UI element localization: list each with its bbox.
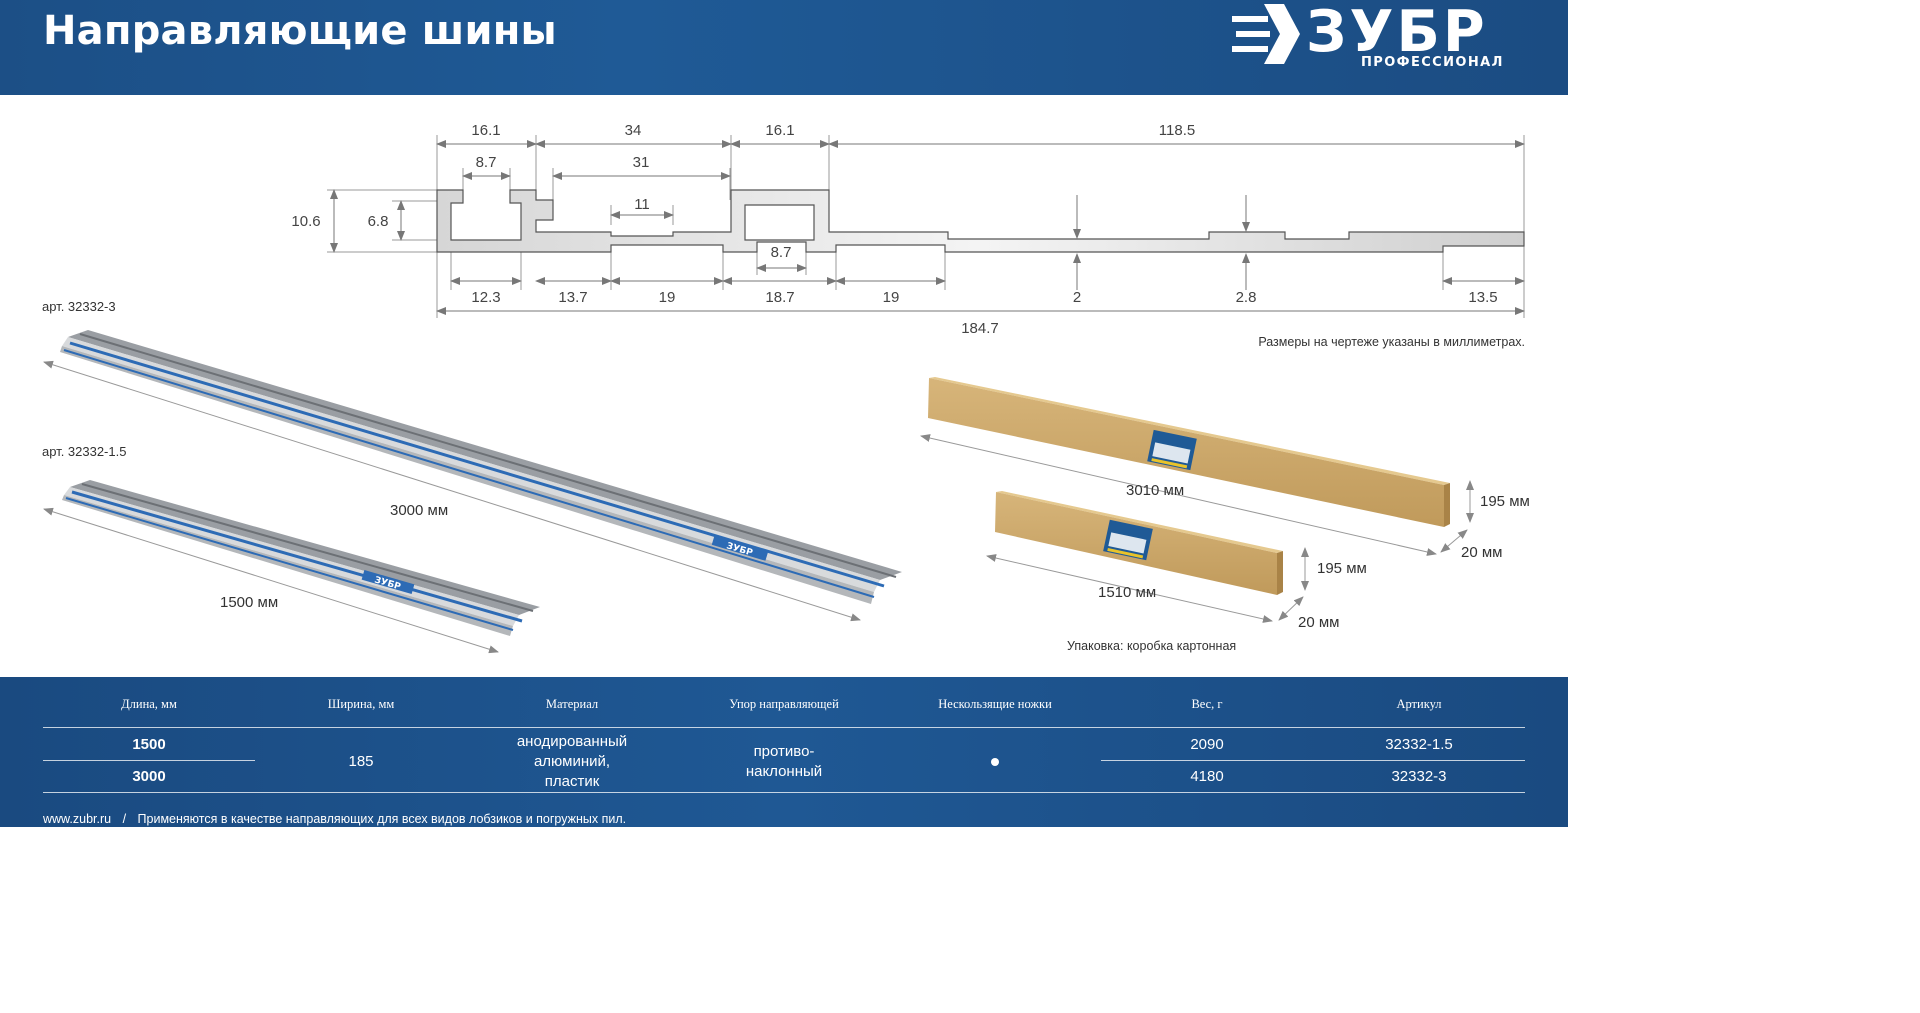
dim-bottom-1: 12.3	[471, 289, 500, 306]
footer-separator: /	[122, 812, 127, 826]
cell-material-line1: анодированный	[516, 733, 628, 750]
dim-bottom-4: 18.7	[765, 289, 794, 306]
col-header-material: Материал	[545, 697, 599, 711]
dim-height-2: 6.8	[368, 213, 389, 230]
dim-bottom-3: 19	[659, 289, 676, 306]
logo-emblem-icon	[1232, 4, 1300, 64]
brand-logo: ЗУБР ПРОФЕССИОНАЛ	[1228, 0, 1538, 80]
cell-stop-line2: наклонный	[745, 763, 823, 780]
dim-top-2: 34	[625, 122, 642, 139]
box-big-height: 195 мм	[1480, 493, 1530, 510]
cell-weight-2: 4180	[1190, 768, 1224, 785]
rail-short-length: 1500 мм	[220, 594, 279, 611]
col-header-width: Ширина, мм	[327, 697, 395, 711]
col-header-weight: Вес, г	[1191, 697, 1223, 711]
cell-length-1: 1500	[132, 736, 166, 753]
extension-lines	[327, 135, 1525, 318]
box-small-height: 195 мм	[1317, 560, 1367, 577]
cell-weight-1: 2090	[1190, 736, 1224, 753]
table-bottom-divider	[43, 792, 1525, 793]
logo-wordmark: ЗУБР	[1306, 0, 1488, 65]
col-header-feet: Нескользящие ножки	[938, 697, 1052, 711]
dim-bottom-7: 2.8	[1236, 289, 1257, 306]
dim-bottom-5: 19	[883, 289, 900, 306]
footer-text: Применяются в качестве направляющих для …	[137, 812, 627, 826]
rail-short: ЗУБР	[62, 480, 540, 636]
col-header-article: Артикул	[1396, 697, 1442, 711]
box-small-width: 20 мм	[1298, 614, 1340, 631]
dim-top-1: 16.1	[471, 122, 500, 139]
boxes-illustration	[920, 377, 1474, 623]
dim-second-1: 8.7	[476, 154, 497, 171]
art-label-long: арт. 32332-3	[42, 299, 116, 314]
dimension-lines	[330, 140, 1525, 315]
dim-height-1: 10.6	[291, 213, 320, 230]
dimensions-note: Размеры на чертеже указаны в миллиметрах…	[1258, 335, 1525, 349]
rail-short-length-arrow	[43, 507, 499, 654]
header-banner: Направляющие шины ЗУБР ПРОФЕССИОНАЛ	[0, 0, 1568, 95]
table-header-divider	[43, 727, 1525, 728]
col-header-stop: Упор направляющей	[729, 697, 839, 711]
dim-bottom-2: 13.7	[558, 289, 587, 306]
cell-feet-dot	[991, 758, 999, 766]
col-header-length: Длина, мм	[121, 697, 177, 711]
box-big-length: 3010 мм	[1126, 482, 1185, 499]
dim-top-4: 118.5	[1159, 122, 1195, 139]
logo-subtitle: ПРОФЕССИОНАЛ	[1361, 55, 1504, 70]
box-dimension-arrows	[920, 434, 1474, 623]
dim-inner-2: 8.7	[771, 244, 792, 261]
rail-long-length: 3000 мм	[390, 502, 449, 519]
dim-top-3: 16.1	[765, 122, 794, 139]
dim-inner-1: 11	[634, 196, 650, 213]
rail-profile-shape	[436, 189, 1525, 253]
cell-material-line3: пластик	[544, 773, 600, 790]
box-small	[995, 491, 1283, 595]
dim-total: 184.7	[961, 320, 999, 337]
cell-width: 185	[348, 753, 374, 770]
page-title: Направляющие шины	[43, 8, 557, 54]
profile-drawing: 16.1 34 16.1 118.5 8.7 31 11 8.7 10.6 6.…	[291, 122, 1525, 337]
rail-long: ЗУБР	[60, 330, 902, 604]
cell-material-line2: алюминий,	[533, 753, 611, 770]
table-row-divider-left	[43, 760, 255, 761]
dim-bottom-6: 2	[1073, 289, 1081, 306]
cell-length-2: 3000	[132, 768, 166, 785]
cell-article-1: 32332-1.5	[1385, 736, 1453, 753]
cell-article-2: 32332-3	[1391, 768, 1447, 785]
rail-long-length-arrow	[43, 360, 861, 622]
footer: www.zubr.ru / Применяются в качестве нап…	[43, 812, 626, 826]
cell-stop-line1: противо-	[753, 743, 815, 760]
table-row-divider-right	[1101, 760, 1525, 761]
box-big-width: 20 мм	[1461, 544, 1503, 561]
packaging-note: Упаковка: коробка картонная	[1067, 639, 1237, 653]
dim-second-2: 31	[633, 154, 650, 171]
dim-bottom-8: 13.5	[1468, 289, 1497, 306]
rails-illustration: ЗУБР ЗУБР	[43, 330, 902, 654]
box-small-length: 1510 мм	[1098, 584, 1157, 601]
spec-table: Длина, мм Ширина, мм Материал Упор напра…	[0, 677, 1568, 827]
footer-site-link[interactable]: www.zubr.ru	[43, 812, 112, 826]
